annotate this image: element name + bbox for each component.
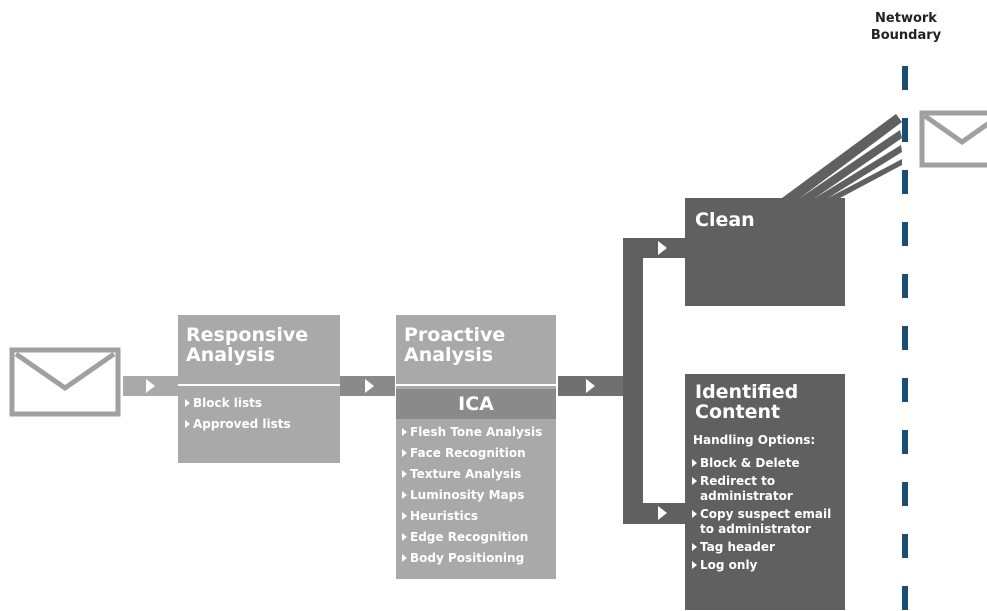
bullet-arrow-icon: [692, 510, 697, 518]
responsive-title: Responsive Analysis: [186, 325, 308, 365]
bullet-arrow-icon: [185, 399, 190, 407]
bullet-arrow-icon: [402, 428, 407, 436]
proactive-title: Proactive Analysis: [404, 325, 505, 365]
bullet-arrow-icon: [402, 554, 407, 562]
clean-box: Clean: [685, 198, 845, 306]
bullet-arrow-icon: [692, 477, 697, 485]
clean-output-streaks: [782, 114, 902, 198]
list-item: Copy suspect email: [692, 505, 831, 523]
proactive-title-line1: Proactive: [404, 324, 506, 346]
proactive-analysis-box: Proactive Analysis ICA Flesh Tone Analys…: [396, 315, 556, 579]
responsive-divider: [178, 384, 340, 386]
list-item: Block lists: [185, 393, 291, 414]
arrow-icon: [365, 379, 374, 393]
list-item: Tag header: [692, 538, 831, 556]
bullet-arrow-icon: [402, 491, 407, 499]
identified-title-line1: Identified: [695, 381, 799, 403]
branch-to-clean: [623, 238, 685, 258]
bullet-arrow-icon: [692, 561, 697, 569]
list-item: Redirect to: [692, 472, 831, 490]
arrow-icon: [146, 379, 155, 393]
ica-header: ICA: [396, 389, 556, 419]
list-item: Log only: [692, 556, 831, 574]
handling-options-label: Handling Options:: [693, 433, 816, 447]
list-item-continuation: administrator: [700, 489, 793, 503]
bullet-arrow-icon: [402, 449, 407, 457]
list-item: Body Positioning: [402, 548, 542, 569]
bullet-arrow-icon: [402, 512, 407, 520]
outgoing-envelope-icon: [919, 110, 987, 168]
identified-content-box: Identified Content Handling Options: Blo…: [685, 374, 845, 610]
branch-trunk: [623, 238, 643, 524]
arrow-icon: [658, 506, 667, 520]
bullet-arrow-icon: [402, 533, 407, 541]
identified-title-line2: Content: [695, 401, 781, 423]
list-item: Face Recognition: [402, 443, 542, 464]
clean-title: Clean: [695, 209, 755, 231]
responsive-title-line1: Responsive: [186, 324, 309, 346]
network-boundary-line2: Boundary: [870, 28, 942, 43]
identified-title: Identified Content: [695, 382, 798, 422]
list-item: Edge Recognition: [402, 527, 542, 548]
bullet-arrow-icon: [692, 543, 697, 551]
arrow-icon: [658, 241, 667, 255]
list-item-continuation: to administrator: [700, 522, 811, 536]
branch-to-identified: [623, 503, 685, 524]
proactive-title-line2: Analysis: [404, 344, 494, 366]
proactive-list: Flesh Tone Analysis Face Recognition Tex…: [402, 422, 542, 569]
proactive-divider: [396, 384, 556, 386]
list-item: Flesh Tone Analysis: [402, 422, 542, 443]
incoming-envelope-icon: [9, 347, 121, 417]
responsive-list: Block lists Approved lists: [185, 393, 291, 435]
list-item: Texture Analysis: [402, 464, 542, 485]
handling-options-list: Block & Delete Redirect to administrator…: [692, 454, 831, 574]
responsive-title-line2: Analysis: [186, 344, 276, 366]
list-item: Heuristics: [402, 506, 542, 527]
list-item: Approved lists: [185, 414, 291, 435]
list-item: Luminosity Maps: [402, 485, 542, 506]
network-boundary-line1: Network: [875, 11, 937, 26]
responsive-analysis-box: Responsive Analysis Block lists Approved…: [178, 315, 340, 463]
list-item: Block & Delete: [692, 454, 831, 472]
arrow-icon: [586, 379, 595, 393]
bullet-arrow-icon: [692, 459, 697, 467]
network-boundary-label: Network Boundary: [858, 10, 954, 44]
bullet-arrow-icon: [402, 470, 407, 478]
bullet-arrow-icon: [185, 420, 190, 428]
